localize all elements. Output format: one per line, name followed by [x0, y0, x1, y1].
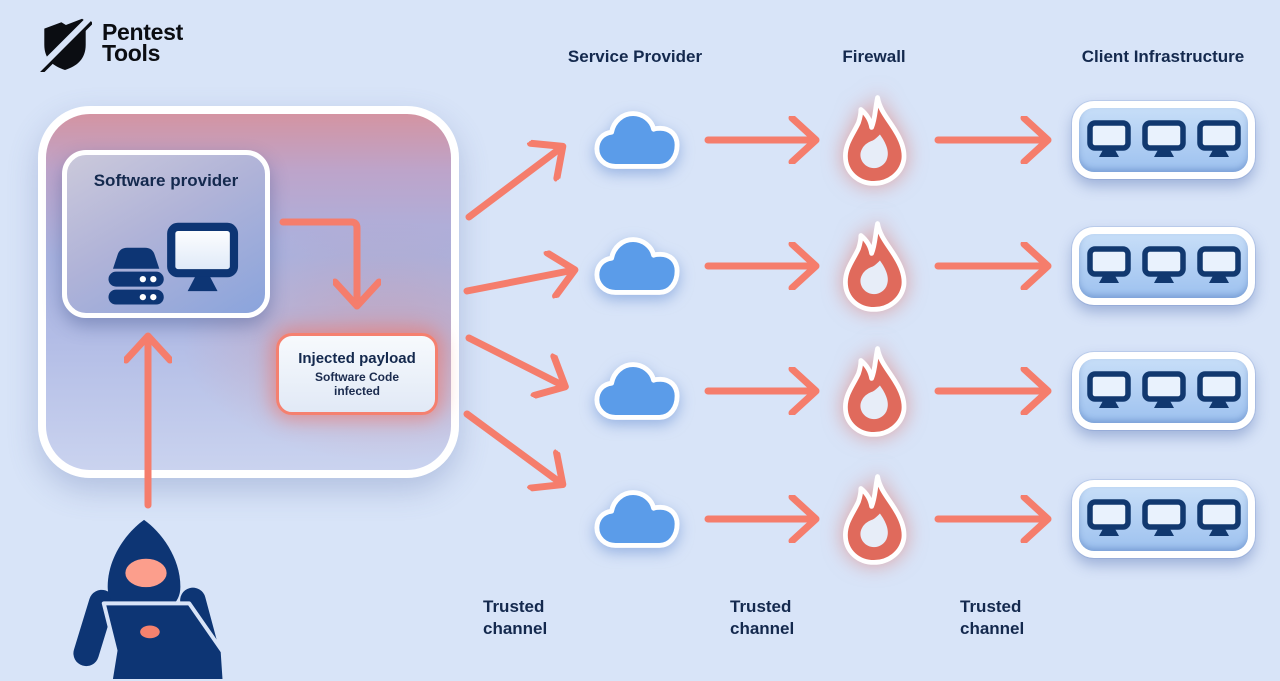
software-provider-box: Software provider [62, 150, 270, 318]
trusted-channel-label-2: Trusted channel [730, 597, 795, 638]
trusted-channel-label-1: Trusted channel [483, 597, 548, 638]
flame-icon [843, 95, 907, 186]
flame-icon [843, 221, 907, 312]
monitor-icon [1196, 120, 1241, 157]
pentest-tools-logo: Pentest Tools [38, 14, 183, 72]
client-infrastructure-inner [1079, 487, 1248, 551]
monitor-icon [1196, 371, 1241, 408]
monitor-icon [1086, 246, 1131, 283]
client-infrastructure-inner [1079, 359, 1248, 423]
client-infrastructure-box [1072, 227, 1255, 305]
flame-icon [843, 474, 907, 565]
monitor-icon [1196, 499, 1241, 536]
injected-payload-title: Injected payload [298, 350, 416, 367]
monitor-icon [1086, 371, 1131, 408]
arrow-fanout-1 [465, 150, 558, 221]
software-provider-icons [108, 222, 239, 305]
client-infrastructure-inner [1079, 108, 1248, 172]
cloud-icon [594, 490, 680, 548]
cloud-icon [594, 237, 680, 295]
monitor-icon [1141, 120, 1186, 157]
flame-icon [843, 346, 907, 437]
client-infrastructure-box [1072, 352, 1255, 430]
monitor-icon [1086, 499, 1131, 536]
injected-payload-box: Injected payload Software Code infected [276, 333, 438, 415]
monitor-icon [1086, 120, 1131, 157]
shield-logo-icon [38, 16, 92, 72]
monitor-icon [167, 222, 239, 292]
arrow-fanout-3 [465, 334, 560, 384]
header-client-infrastructure: Client Infrastructure [1081, 47, 1245, 66]
client-infrastructure-inner [1079, 234, 1248, 298]
client-infrastructure-box [1072, 480, 1255, 558]
monitor-icon [1141, 246, 1186, 283]
client-infrastructure-box [1072, 101, 1255, 179]
injected-payload-subtitle: Software Code infected [314, 370, 399, 398]
brand-name: Pentest Tools [102, 19, 183, 66]
arrow-fanout-2 [463, 271, 569, 291]
header-firewall: Firewall [842, 47, 906, 66]
monitor-icon [1141, 499, 1186, 536]
trusted-channel-label-3: Trusted channel [960, 597, 1025, 638]
monitor-icon [1141, 371, 1186, 408]
hacker-laptop-icon [73, 519, 226, 681]
arrow-fanout-4 [463, 410, 558, 481]
software-provider-title: Software provider [93, 171, 239, 190]
cloud-icon [594, 362, 680, 420]
header-service-provider: Service Provider [567, 47, 703, 66]
cloud-icon [594, 111, 680, 169]
server-icon [108, 247, 164, 305]
monitor-icon [1196, 246, 1241, 283]
